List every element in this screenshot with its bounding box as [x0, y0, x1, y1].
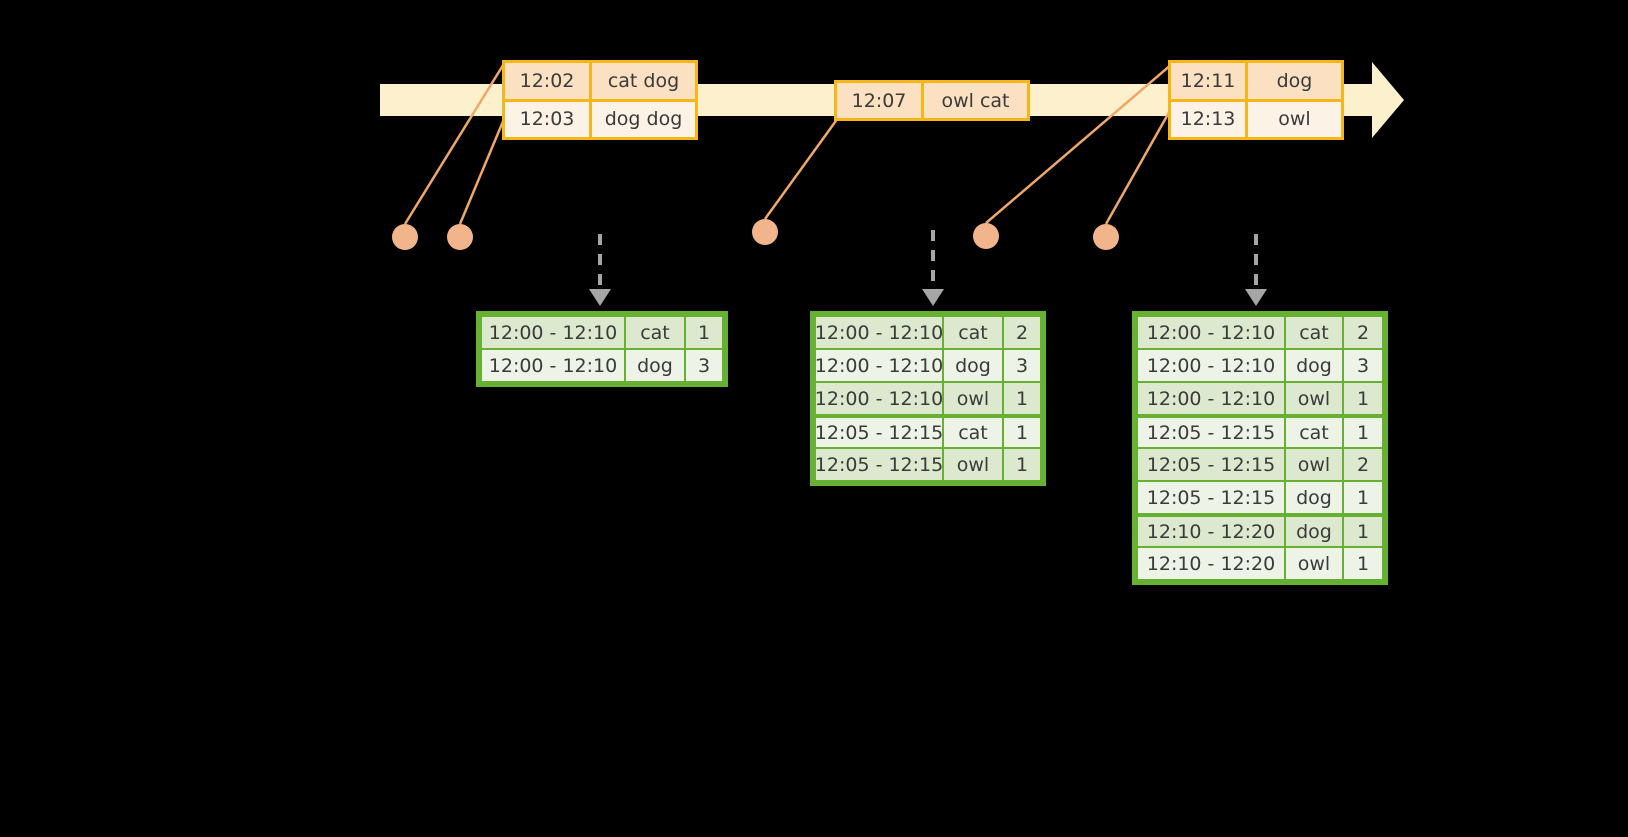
word-cell: dog: [943, 349, 1003, 382]
count-cell: 1: [1343, 415, 1383, 448]
event-words: dog: [1248, 63, 1341, 99]
event-marker-3: [752, 219, 778, 245]
count-cell: 1: [1343, 514, 1383, 547]
event-row: 12:03 dog dog: [505, 98, 695, 137]
event-time: 12:03: [505, 101, 592, 137]
timeline-event-box-2: 12:07 owl cat: [834, 80, 1030, 121]
count-cell: 1: [685, 316, 723, 349]
count-cell: 3: [685, 349, 723, 382]
word-cell: dog: [1285, 349, 1343, 382]
count-cell: 3: [1003, 349, 1041, 382]
window-cell: 12:05 - 12:15: [815, 448, 943, 481]
window-cell: 12:00 - 12:10: [815, 316, 943, 349]
word-cell: dog: [1285, 481, 1343, 514]
event-time: 12:07: [837, 83, 924, 118]
window-cell: 12:00 - 12:10: [1137, 382, 1285, 415]
window-cell: 12:10 - 12:20: [1137, 514, 1285, 547]
word-cell: owl: [943, 448, 1003, 481]
count-cell: 2: [1343, 316, 1383, 349]
window-cell: 12:00 - 12:10: [1137, 316, 1285, 349]
count-cell: 1: [1003, 415, 1041, 448]
event-row: 12:07 owl cat: [837, 83, 1027, 118]
word-cell: cat: [943, 415, 1003, 448]
count-cell: 1: [1343, 382, 1383, 415]
window-cell: 12:00 - 12:10: [481, 349, 625, 382]
window-cell: 12:00 - 12:10: [815, 349, 943, 382]
word-cell: cat: [625, 316, 685, 349]
connector-3: [763, 117, 840, 220]
word-cell: cat: [943, 316, 1003, 349]
event-words: cat dog: [592, 63, 695, 99]
event-time: 12:13: [1171, 101, 1248, 137]
event-words: owl cat: [924, 83, 1027, 118]
event-row: 12:13 owl: [1171, 98, 1341, 137]
event-time: 12:02: [505, 63, 592, 99]
count-cell: 1: [1003, 448, 1041, 481]
count-cell: 2: [1003, 316, 1041, 349]
word-cell: cat: [1285, 316, 1343, 349]
event-marker-2: [447, 224, 473, 250]
window-cell: 12:00 - 12:10: [481, 316, 625, 349]
flow-arrow-1-head: [589, 289, 611, 306]
word-cell: owl: [1285, 448, 1343, 481]
flow-arrow-3-head: [1245, 289, 1267, 306]
window-cell: 12:05 - 12:15: [1137, 415, 1285, 448]
event-time: 12:11: [1171, 63, 1248, 99]
connector-5: [1104, 99, 1178, 225]
event-marker-1: [392, 224, 418, 250]
window-cell: 12:05 - 12:15: [1137, 481, 1285, 514]
event-row: 12:02 cat dog: [505, 63, 695, 99]
window-cell: 12:00 - 12:10: [815, 382, 943, 415]
event-row: 12:11 dog: [1171, 63, 1341, 99]
word-cell: owl: [1285, 382, 1343, 415]
count-cell: 3: [1343, 349, 1383, 382]
window-cell: 12:05 - 12:15: [1137, 448, 1285, 481]
word-cell: dog: [625, 349, 685, 382]
event-words: dog dog: [592, 101, 695, 137]
word-cell: cat: [1285, 415, 1343, 448]
count-cell: 1: [1343, 547, 1383, 580]
event-marker-5: [1093, 224, 1119, 250]
timeline-event-box-3: 12:11 dog 12:13 owl: [1168, 60, 1344, 140]
timeline-event-box-1: 12:02 cat dog 12:03 dog dog: [502, 60, 698, 140]
word-cell: dog: [1285, 514, 1343, 547]
flow-arrow-2-head: [922, 289, 944, 306]
window-cell: 12:05 - 12:15: [815, 415, 943, 448]
count-cell: 1: [1343, 481, 1383, 514]
count-cell: 2: [1343, 448, 1383, 481]
timeline-arrow-head: [1372, 62, 1404, 138]
event-words: owl: [1248, 101, 1341, 137]
word-cell: owl: [1285, 547, 1343, 580]
word-cell: owl: [943, 382, 1003, 415]
event-marker-4: [973, 223, 999, 249]
count-cell: 1: [1003, 382, 1041, 415]
window-cell: 12:00 - 12:10: [1137, 349, 1285, 382]
window-cell: 12:10 - 12:20: [1137, 547, 1285, 580]
